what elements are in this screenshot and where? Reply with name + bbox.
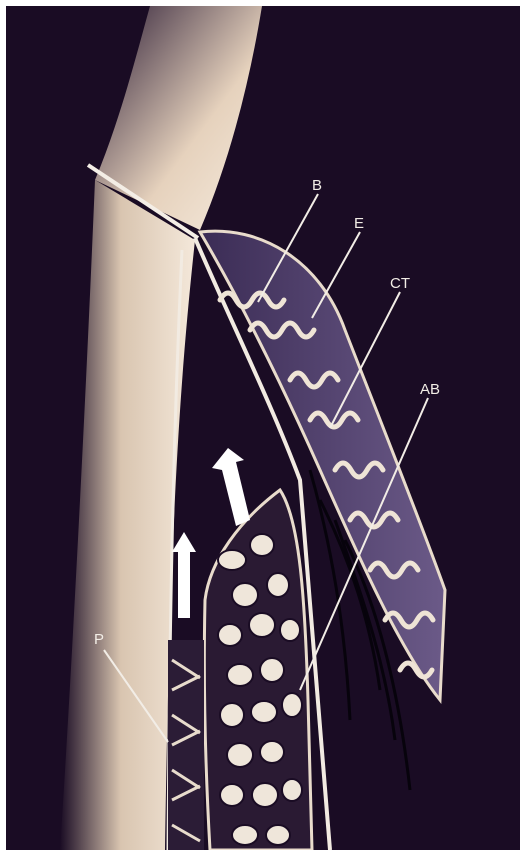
image-border-left bbox=[0, 0, 6, 850]
label-e: E bbox=[354, 215, 364, 232]
image-border bbox=[0, 0, 520, 6]
label-p: P bbox=[94, 631, 104, 648]
label-ct: CT bbox=[390, 275, 410, 292]
label-ab: AB bbox=[420, 381, 440, 398]
label-b: B bbox=[312, 177, 322, 194]
